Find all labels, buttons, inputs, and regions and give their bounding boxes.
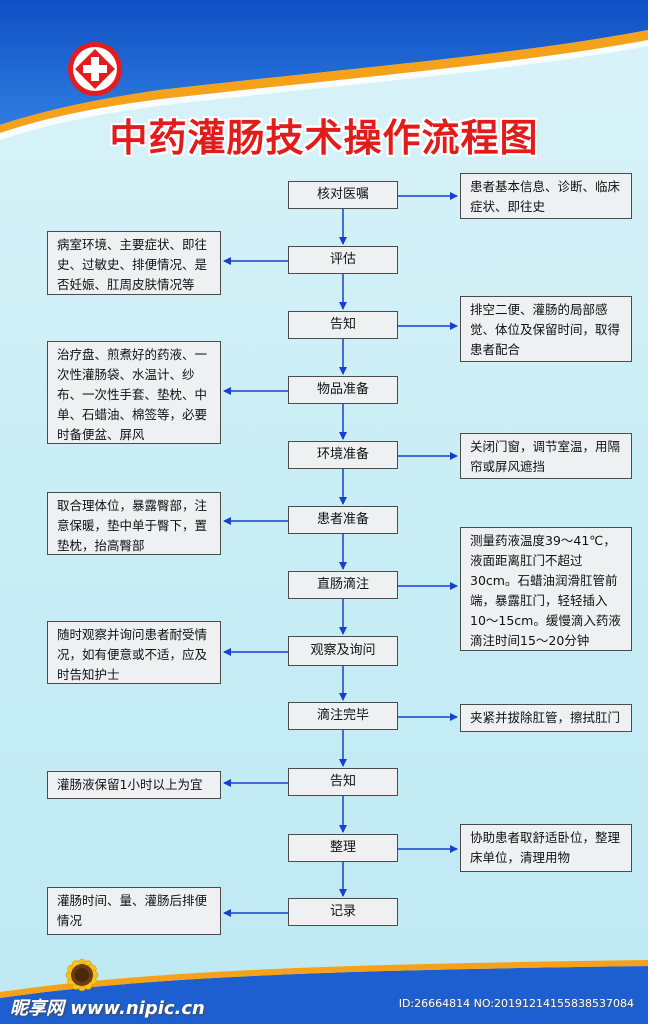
header-band	[0, 0, 648, 140]
note-patient: 取合理体位，暴露臀部，注意保暖，垫中单于臀下，置垫枕，抬高臀部	[47, 492, 221, 555]
page-title: 中药灌肠技术操作流程图	[109, 116, 539, 160]
step-assess: 评估	[288, 246, 398, 274]
note-assess: 病室环境、主要症状、即往史、过敏史、排便情况、是否妊娠、肛周皮肤情况等	[47, 231, 221, 295]
note-environment: 关闭门窗，调节室温，用隔帘或屏风遮挡	[460, 433, 632, 479]
step-prepare-patient: 患者准备	[288, 506, 398, 534]
sunflower-icon	[65, 958, 99, 992]
note-items: 治疗盘、煎煮好的药液、一次性灌肠袋、水温计、纱布、一次性手套、垫枕、中单、石蜡油…	[47, 341, 221, 444]
step-verify-order: 核对医嘱	[288, 181, 398, 209]
step-observe-inquire: 观察及询问	[288, 636, 398, 666]
step-tidy: 整理	[288, 834, 398, 862]
note-retain: 灌肠液保留1小时以上为宜	[47, 771, 221, 799]
watermark-id: ID:26664814 NO:20191214155838537084	[398, 997, 634, 1010]
step-rectal-drip: 直肠滴注	[288, 571, 398, 599]
note-observe: 随时观察并询问患者耐受情况，如有便意或不适，应及时告知护士	[47, 621, 221, 684]
step-drip-finished: 滴注完毕	[288, 702, 398, 730]
note-tidy: 协助患者取舒适卧位，整理床单位，清理用物	[460, 824, 632, 872]
step-inform-2: 告知	[288, 768, 398, 796]
step-inform: 告知	[288, 311, 398, 339]
footer-band	[0, 960, 648, 1024]
red-cross-emblem-icon	[68, 42, 122, 96]
step-prepare-items: 物品准备	[288, 376, 398, 404]
note-drip: 测量药液温度39～41℃，液面距离肛门不超过30cm。石蜡油润滑肛管前端，暴露肛…	[460, 527, 632, 651]
watermark-site: 昵享网 www.nipic.cn	[10, 998, 205, 1019]
note-inform: 排空二便、灌肠的局部感觉、体位及保留时间，取得患者配合	[460, 296, 632, 362]
note-finish: 夹紧并拔除肛管，擦拭肛门	[460, 704, 632, 732]
note-record: 灌肠时间、量、灌肠后排便情况	[47, 887, 221, 935]
step-record: 记录	[288, 898, 398, 926]
step-prepare-environment: 环境准备	[288, 441, 398, 469]
note-verify: 患者基本信息、诊断、临床症状、即往史	[460, 173, 632, 219]
